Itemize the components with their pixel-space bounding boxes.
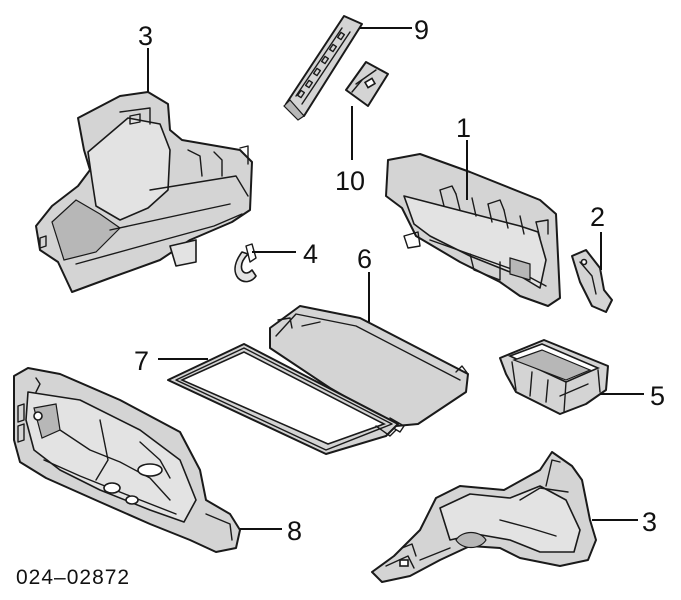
callout-2: 2 [590, 202, 605, 232]
floor-cover-icon [269, 305, 469, 433]
rear-partition-icon [13, 367, 241, 553]
side-trim-panel-icon [385, 153, 561, 307]
callout-4: 4 [303, 239, 318, 269]
diagram-code: 024–02872 [16, 566, 130, 589]
callout-5: 5 [650, 381, 665, 411]
callout-6: 6 [357, 244, 372, 274]
floor-mat-icon [167, 343, 399, 455]
trunk-side-trim-icon [371, 451, 597, 583]
clip-plate-icon [345, 61, 389, 107]
hook-icon [234, 243, 257, 283]
callout-7: 7 [134, 346, 149, 376]
callout-1: 1 [456, 113, 471, 143]
mounting-bracket-icon [283, 15, 363, 121]
callout-10: 10 [335, 166, 365, 196]
trunk-side-trim-icon [35, 91, 253, 293]
callout-9: 9 [414, 15, 429, 45]
callout-3-left: 3 [138, 21, 153, 51]
callout-3-right: 3 [642, 507, 657, 537]
storage-tray-icon [499, 339, 609, 415]
small-bracket-icon [571, 249, 613, 313]
callout-8: 8 [287, 516, 302, 546]
